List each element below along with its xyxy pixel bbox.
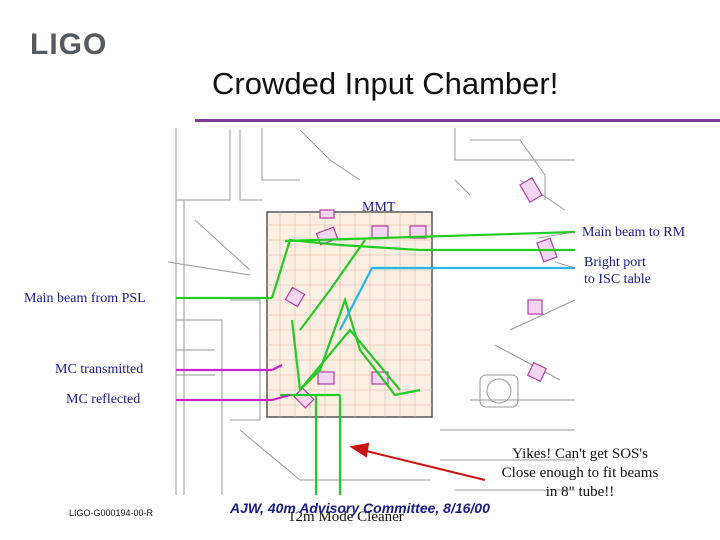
label-main-beam-to-rm: Main beam to RM [582,225,686,240]
mc-output-beams [176,364,291,402]
label-leaders [537,231,576,269]
label-mc-reflected: MC reflected [66,392,140,407]
page-title: Crowded Input Chamber! [212,66,559,101]
label-bright-port-line1: Bright port [584,255,646,270]
callout-line3: in 8" tube!! [545,484,615,500]
main-beam-paths [176,230,576,495]
callout-line1: Yikes! Can't get SOS's [512,446,648,462]
callout-line2: Close enough to fit beams [501,465,659,481]
label-bright-port-line2: to ISC table [584,272,651,287]
ligo-logo: LIGO [30,28,108,61]
label-mode-cleaner: 12m Mode Cleaner [288,509,404,525]
footer-credit: AJW, 40m Advisory Committee, 8/16/00 [230,500,490,516]
label-main-beam-from-psl: Main beam from PSL [24,291,146,306]
label-mc-transmitted: MC transmitted [55,362,143,377]
bright-port-beam [339,266,575,331]
label-mmt: MMT [362,200,396,215]
callout-arrow [349,442,486,481]
document-id: LIGO-G000194-00-R [69,508,154,518]
callout-text: Yikes! Can't get SOS's Close enough to f… [480,445,680,502]
title-divider [195,119,720,122]
